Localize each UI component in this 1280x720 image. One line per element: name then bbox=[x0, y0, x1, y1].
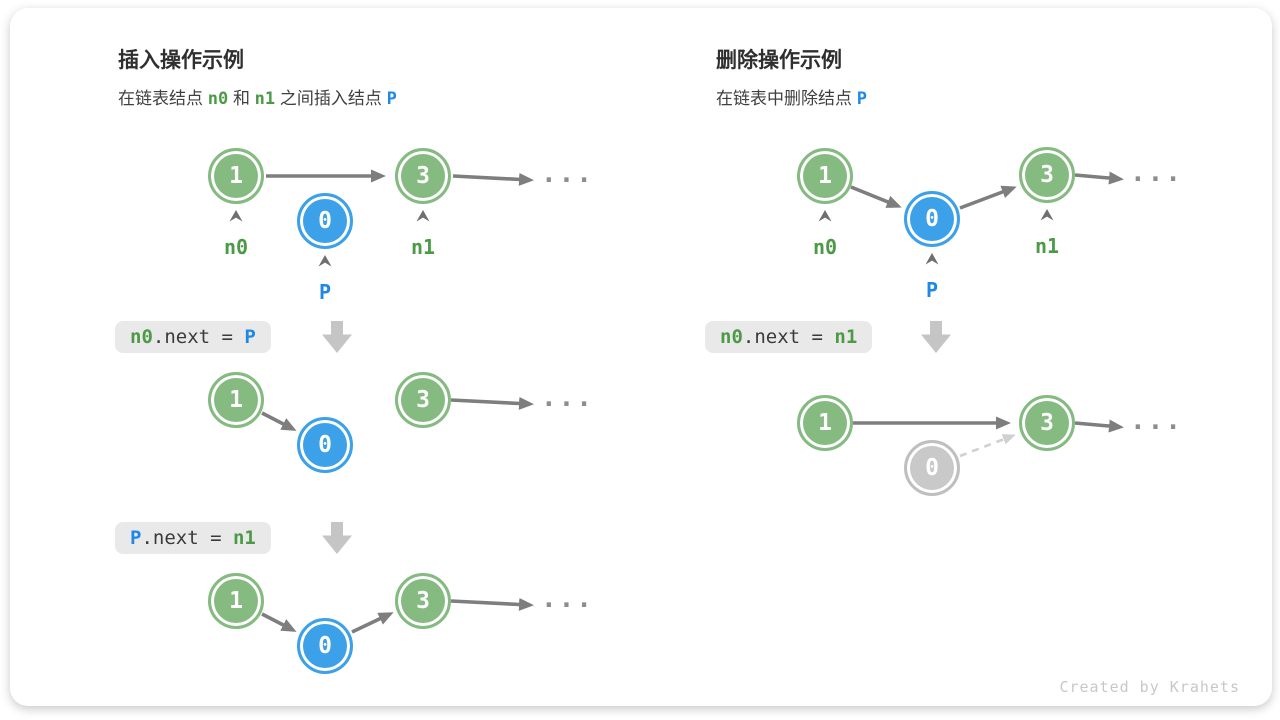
pointer-caret-icon bbox=[1040, 209, 1054, 221]
delete-subtitle: 在链表中删除结点 P bbox=[716, 84, 867, 109]
arrow-insert2-n1-to-p bbox=[261, 411, 297, 431]
insert2-node-3: 3 bbox=[395, 372, 451, 428]
pointer-caret-icon bbox=[416, 210, 430, 222]
insert1-node-3: 3 bbox=[395, 148, 451, 204]
insert1-pointer-n1: n1 bbox=[410, 235, 436, 259]
pointer-caret-icon bbox=[229, 210, 243, 222]
insert-subtitle-seg: 在链表结点 bbox=[118, 89, 208, 108]
code-seg-plain: .next = bbox=[152, 326, 245, 348]
footer-credit: Created by Krahets bbox=[1059, 678, 1240, 696]
down-arrow-icon bbox=[921, 321, 951, 353]
arrow-insert3-p-to-n3 bbox=[351, 612, 394, 634]
insert2-ellipsis: ... bbox=[541, 383, 594, 413]
delete-subtitle-seg: 在链表中删除结点 bbox=[716, 89, 857, 108]
insert1-pointer-n0: n0 bbox=[223, 235, 249, 259]
delete2-node-0-removed: 0 bbox=[904, 440, 960, 496]
insert3-node-1: 1 bbox=[208, 573, 264, 629]
code-seg-plain: .next = bbox=[742, 326, 835, 348]
delete1-ellipsis: ... bbox=[1130, 158, 1183, 188]
down-arrow-icon bbox=[322, 522, 352, 554]
arrow-delete2-n3-to-dots bbox=[1074, 419, 1124, 433]
code-seg-n1: n1 bbox=[232, 527, 256, 549]
insert-subtitle-seg: 和 bbox=[228, 89, 255, 108]
arrow-insert3-n1-to-p bbox=[261, 612, 297, 632]
insert2-node-0: 0 bbox=[297, 417, 353, 473]
insert-subtitle: 在链表结点 n0 和 n1 之间插入结点 P bbox=[118, 84, 397, 109]
insert-subtitle-seg: 之间插入结点 bbox=[275, 89, 387, 108]
insert-code-chip-1: n0.next = P bbox=[115, 321, 271, 353]
insert3-ellipsis: ... bbox=[541, 584, 594, 614]
delete1-node-1: 1 bbox=[797, 148, 853, 204]
insert1-pointer-p: P bbox=[318, 280, 332, 304]
code-seg-plain: .next = bbox=[141, 527, 233, 549]
arrow-insert1-n3-to-dots bbox=[452, 172, 534, 186]
insert-title: 插入操作示例 bbox=[118, 49, 244, 72]
arrow-delete1-p-to-n3 bbox=[959, 185, 1017, 210]
insert-subtitle-p: P bbox=[386, 89, 397, 109]
insert3-node-3: 3 bbox=[395, 573, 451, 629]
arrow-insert3-n3-to-dots bbox=[450, 597, 534, 611]
code-seg-n0: n0 bbox=[130, 326, 153, 348]
code-seg-n0: n0 bbox=[720, 326, 743, 348]
down-arrow-icon bbox=[322, 321, 352, 353]
delete2-node-3: 3 bbox=[1019, 395, 1075, 451]
delete-title: 删除操作示例 bbox=[716, 49, 842, 72]
code-seg-p: P bbox=[130, 527, 142, 549]
insert1-node-1: 1 bbox=[208, 148, 264, 204]
pointer-caret-icon bbox=[818, 210, 832, 222]
delete1-pointer-p: P bbox=[925, 278, 939, 302]
arrow-insert2-n3-to-dots bbox=[450, 396, 534, 410]
code-seg-n1: n1 bbox=[834, 326, 858, 348]
insert3-node-0: 0 bbox=[297, 618, 353, 674]
pointer-caret-icon bbox=[925, 253, 939, 265]
delete1-node-0: 0 bbox=[904, 191, 960, 247]
delete-code-chip: n0.next = n1 bbox=[705, 321, 873, 353]
insert2-node-1: 1 bbox=[208, 372, 264, 428]
insert1-ellipsis: ... bbox=[541, 159, 594, 189]
pointer-caret-icon bbox=[318, 255, 332, 267]
delete2-node-1: 1 bbox=[797, 395, 853, 451]
delete1-pointer-n1: n1 bbox=[1034, 234, 1060, 258]
delete2-ellipsis: ... bbox=[1130, 406, 1183, 436]
insert-code-chip-2: P.next = n1 bbox=[115, 522, 271, 554]
insert-subtitle-n0: n0 bbox=[207, 89, 229, 109]
delete1-node-3: 3 bbox=[1019, 147, 1075, 203]
arrow-delete2-p-to-n3-dashed bbox=[959, 434, 1016, 458]
code-seg-p: P bbox=[244, 326, 256, 348]
insert-subtitle-n1: n1 bbox=[254, 89, 276, 109]
delete1-pointer-n0: n0 bbox=[812, 235, 838, 259]
arrow-delete1-n1-to-p bbox=[850, 185, 902, 208]
insert1-node-0: 0 bbox=[297, 193, 353, 249]
delete-subtitle-p: P bbox=[856, 89, 867, 109]
arrow-delete1-n3-to-dots bbox=[1074, 171, 1124, 185]
